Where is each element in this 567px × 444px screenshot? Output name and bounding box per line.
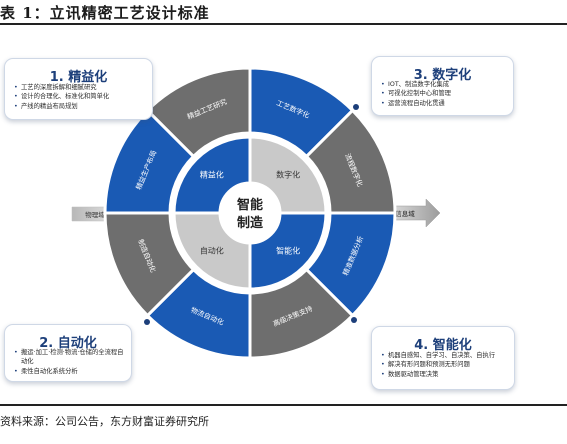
box-lean-item: 产线的精益布局规划 <box>14 102 146 112</box>
inner-segment-label: 数字化 <box>276 169 300 179</box>
table-title: 表 1：立讯精密工艺设计标准 <box>0 4 210 22</box>
box-lean-item: 设计的合理化、标准化和简单化 <box>14 92 146 102</box>
box-intelligent: 4. 智能化 机器自感知、自学习、自决策、自执行 解决有形问题和预测无形问题 数… <box>371 326 515 390</box>
box-digital-item: 运营流程自动化贯通 <box>381 99 507 109</box>
right-arrow-label: 信息域 <box>395 209 415 218</box>
inner-segment-label: 智能化 <box>276 246 300 256</box>
inner-segment <box>172 135 252 215</box>
inner-segment-label: 精益化 <box>200 169 224 179</box>
box-intelligent-item: 解决有形问题和预测无形问题 <box>381 360 508 370</box>
box-digital-list: IOT、制造数字化集成 可视化控制中心和管理 运营流程自动化贯通 <box>381 80 507 109</box>
box-automation-item: 柔性自动化系统分析 <box>14 367 125 377</box>
box-digital: 3. 数字化 IOT、制造数字化集成 可视化控制中心和管理 运营流程自动化贯通 <box>371 56 514 116</box>
center-label-line1: 智能 <box>237 197 263 213</box>
box-digital-item: 可视化控制中心和管理 <box>381 89 507 99</box>
box-intelligent-list: 机器自感知、自学习、自决策、自执行 解决有形问题和预测无形问题 数据驱动管理决策 <box>381 351 508 380</box>
bottom-rule <box>0 404 567 406</box>
box-intelligent-item: 机器自感知、自学习、自决策、自执行 <box>381 351 508 361</box>
box-automation-list: 搬运·加工·检测·物流·仓储的全流程自动化 柔性自动化系统分析 <box>14 348 125 377</box>
source-note: 资料来源：公司公告，东方财富证券研究所 <box>0 415 209 428</box>
outer-ring: 精益工艺研究工艺数字化流程数字化精准数据分析高级决策支持物流自动化制造自动化精益… <box>103 66 397 360</box>
box-lean-item: 工艺的深度拆解和细腻研究 <box>14 83 146 93</box>
left-arrow-label: 物理域 <box>85 210 105 219</box>
box-digital-item: IOT、制造数字化集成 <box>381 80 507 90</box>
box-automation: 2. 自动化 搬运·加工·检测·物流·仓储的全流程自动化 柔性自动化系统分析 <box>4 324 132 382</box>
center-circle <box>224 187 276 239</box>
box-lean: 1. 精益化 工艺的深度拆解和细腻研究 设计的合理化、标准化和简单化 产线的精益… <box>4 58 153 120</box>
box-lean-heading: 1. 精益化 <box>49 70 108 85</box>
inner-segment <box>248 135 328 215</box>
top-rule <box>0 23 567 25</box>
inner-segment <box>248 211 328 291</box>
box-lean-list: 工艺的深度拆解和细腻研究 设计的合理化、标准化和简单化 产线的精益布局规划 <box>14 83 146 112</box>
inner-segment-label: 自动化 <box>200 246 224 256</box>
inner-segment <box>172 211 252 291</box>
box-automation-item: 搬运·加工·检测·物流·仓储的全流程自动化 <box>14 348 125 367</box>
box-intelligent-heading: 4. 智能化 <box>414 338 472 353</box>
box-intelligent-item: 数据驱动管理决策 <box>381 370 508 380</box>
center-label-line2: 制造 <box>237 215 264 231</box>
